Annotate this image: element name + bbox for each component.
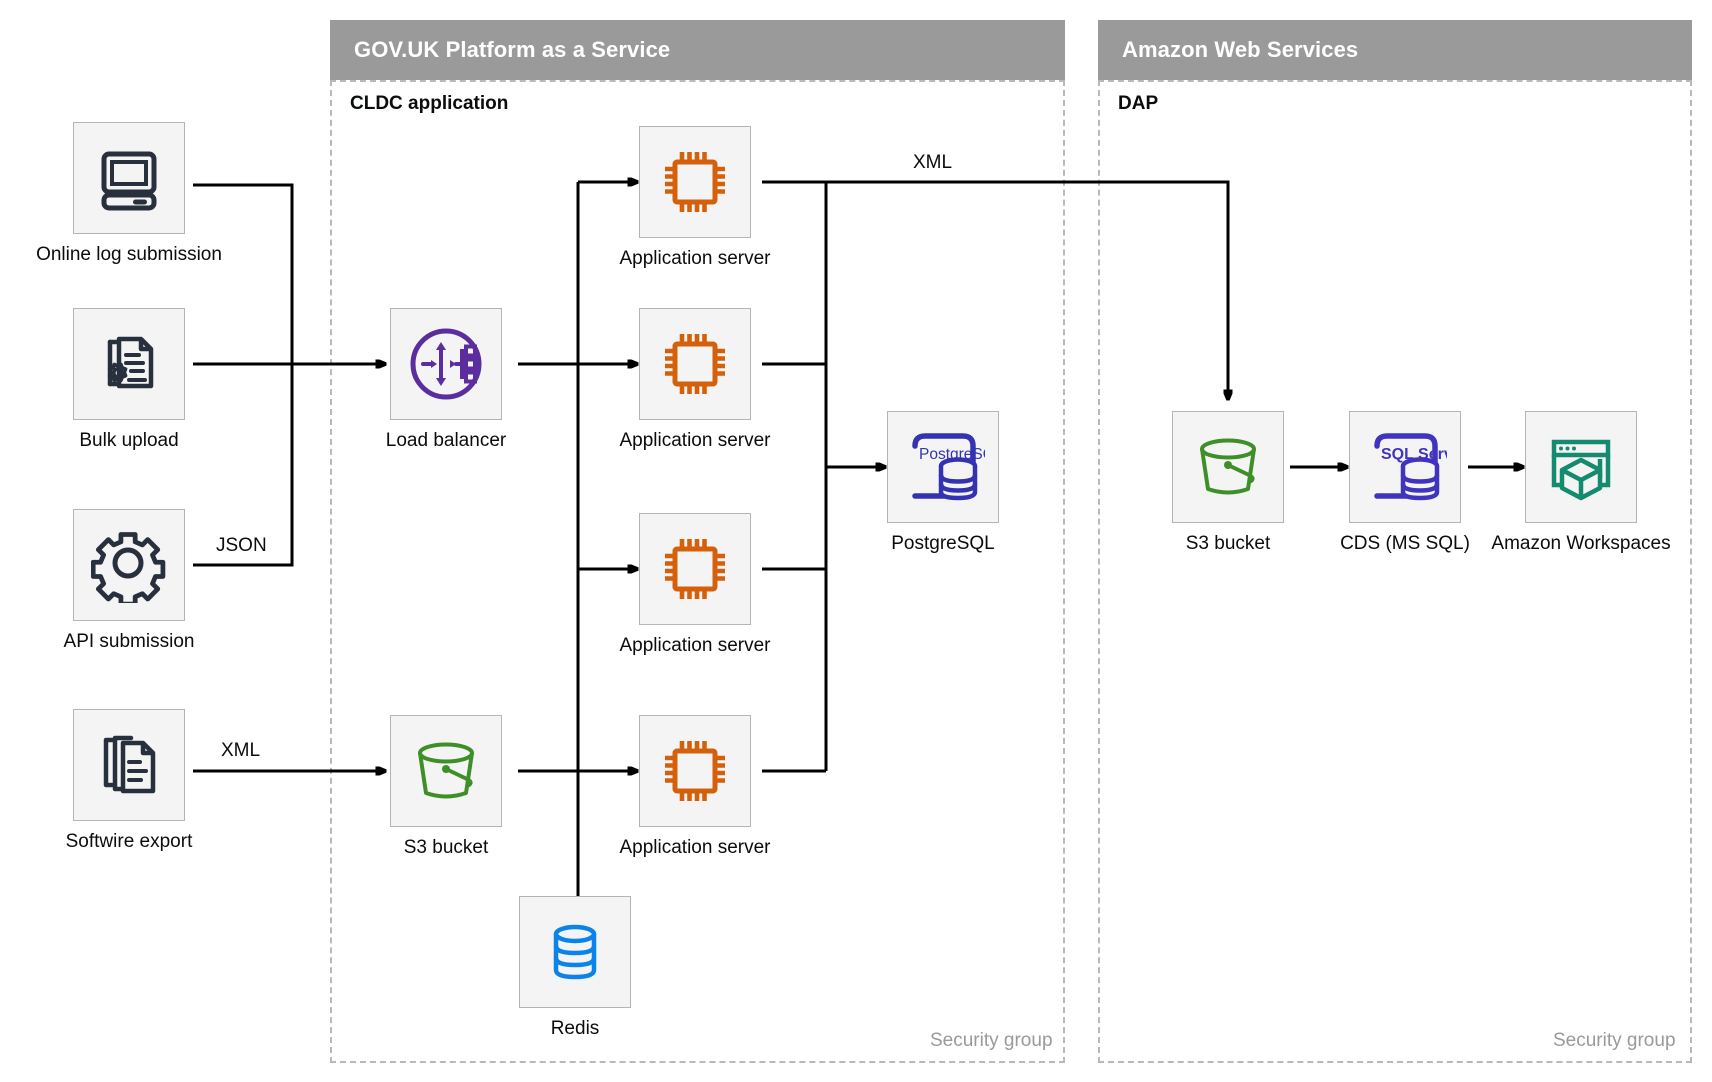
icon-box [1525,411,1637,523]
icon-box [519,896,631,1008]
sql-server-icon: SQL Server [1374,433,1447,501]
icon-box [73,122,185,234]
icon-box [390,308,502,420]
bucket-icon [418,742,474,799]
gear-icon [91,532,166,603]
node-paas-s3-bucket[interactable]: S3 bucket [390,715,502,858]
node-label: API submission [63,631,195,652]
node-api-submission[interactable]: API submission [64,509,194,652]
node-label: Load balancer [385,430,507,451]
load-balancer-icon [410,328,482,400]
cpu-chip-icon [665,539,725,599]
node-label: Application server [619,837,771,858]
node-label: Application server [619,430,771,451]
node-label: Amazon Workspaces [1491,533,1671,554]
node-bulk-upload[interactable]: Bulk upload [73,308,185,451]
node-app-server-3[interactable]: Application server [619,513,771,656]
platform-title: GOV.UK Platform as a Service [354,37,671,62]
node-label: Bulk upload [79,430,179,451]
edge-label-xml-appserver: XML [913,152,953,173]
node-app-server-2[interactable]: Application server [619,308,771,451]
icon-box [73,509,185,621]
document-gear-icon [107,336,154,389]
node-cds-ms-sql[interactable]: SQL Server CDS (MS SQL) [1340,411,1470,554]
node-aws-s3-bucket[interactable]: S3 bucket [1172,411,1284,554]
edge-label-xml-softwire: XML [221,740,261,761]
icon-box [1172,411,1284,523]
node-label: S3 bucket [1185,533,1271,554]
cpu-chip-icon [665,334,725,394]
node-app-server-4[interactable]: Application server [619,715,771,858]
node-label: Application server [619,248,771,269]
icon-box [390,715,502,827]
group-title-dap: DAP [1118,93,1159,114]
node-label: Redis [550,1018,600,1039]
node-postgresql[interactable]: PostgreSQL PostgreSQL [887,411,999,554]
security-group-label-cldc: Security group [930,1030,1053,1051]
database-cylinder-icon [553,924,597,980]
platform-title: Amazon Web Services [1122,37,1359,62]
group-title-cldc: CLDC application [350,93,509,114]
security-group-label-dap: Security group [1553,1030,1676,1051]
node-label: Softwire export [65,831,193,852]
node-online-log-submission[interactable]: Online log submission [36,122,222,265]
icon-box [639,715,751,827]
node-amazon-workspaces[interactable]: Amazon Workspaces [1491,411,1671,554]
icon-box: SQL Server [1349,411,1461,523]
edge-label-json: JSON [216,535,267,556]
node-label: S3 bucket [403,837,489,858]
icon-box [639,513,751,625]
node-label: Online log submission [36,244,222,265]
icon-box [73,709,185,821]
security-group-cldc [330,80,1065,1063]
postgresql-icon: PostgreSQL [912,433,985,501]
platform-header-paas: GOV.UK Platform as a Service [330,20,1065,80]
security-group-dap [1098,80,1692,1063]
icon-box: PostgreSQL [887,411,999,523]
node-label: PostgreSQL [891,533,995,554]
cpu-chip-icon [665,152,725,212]
node-load-balancer[interactable]: Load balancer [386,308,506,451]
node-app-server-1[interactable]: Application server [619,126,771,269]
desktop-computer-icon [101,151,157,211]
node-label: CDS (MS SQL) [1340,533,1470,554]
platform-header-aws: Amazon Web Services [1098,20,1692,80]
node-label: Application server [619,635,771,656]
document-stack-icon [103,735,156,794]
node-softwire-export[interactable]: Softwire export [66,709,192,852]
node-redis[interactable]: Redis [519,896,631,1039]
icon-box [639,308,751,420]
workspaces-cube-icon [1551,439,1611,501]
icon-box [639,126,751,238]
icon-box [73,308,185,420]
bucket-icon [1200,438,1256,495]
cpu-chip-icon [665,741,725,801]
